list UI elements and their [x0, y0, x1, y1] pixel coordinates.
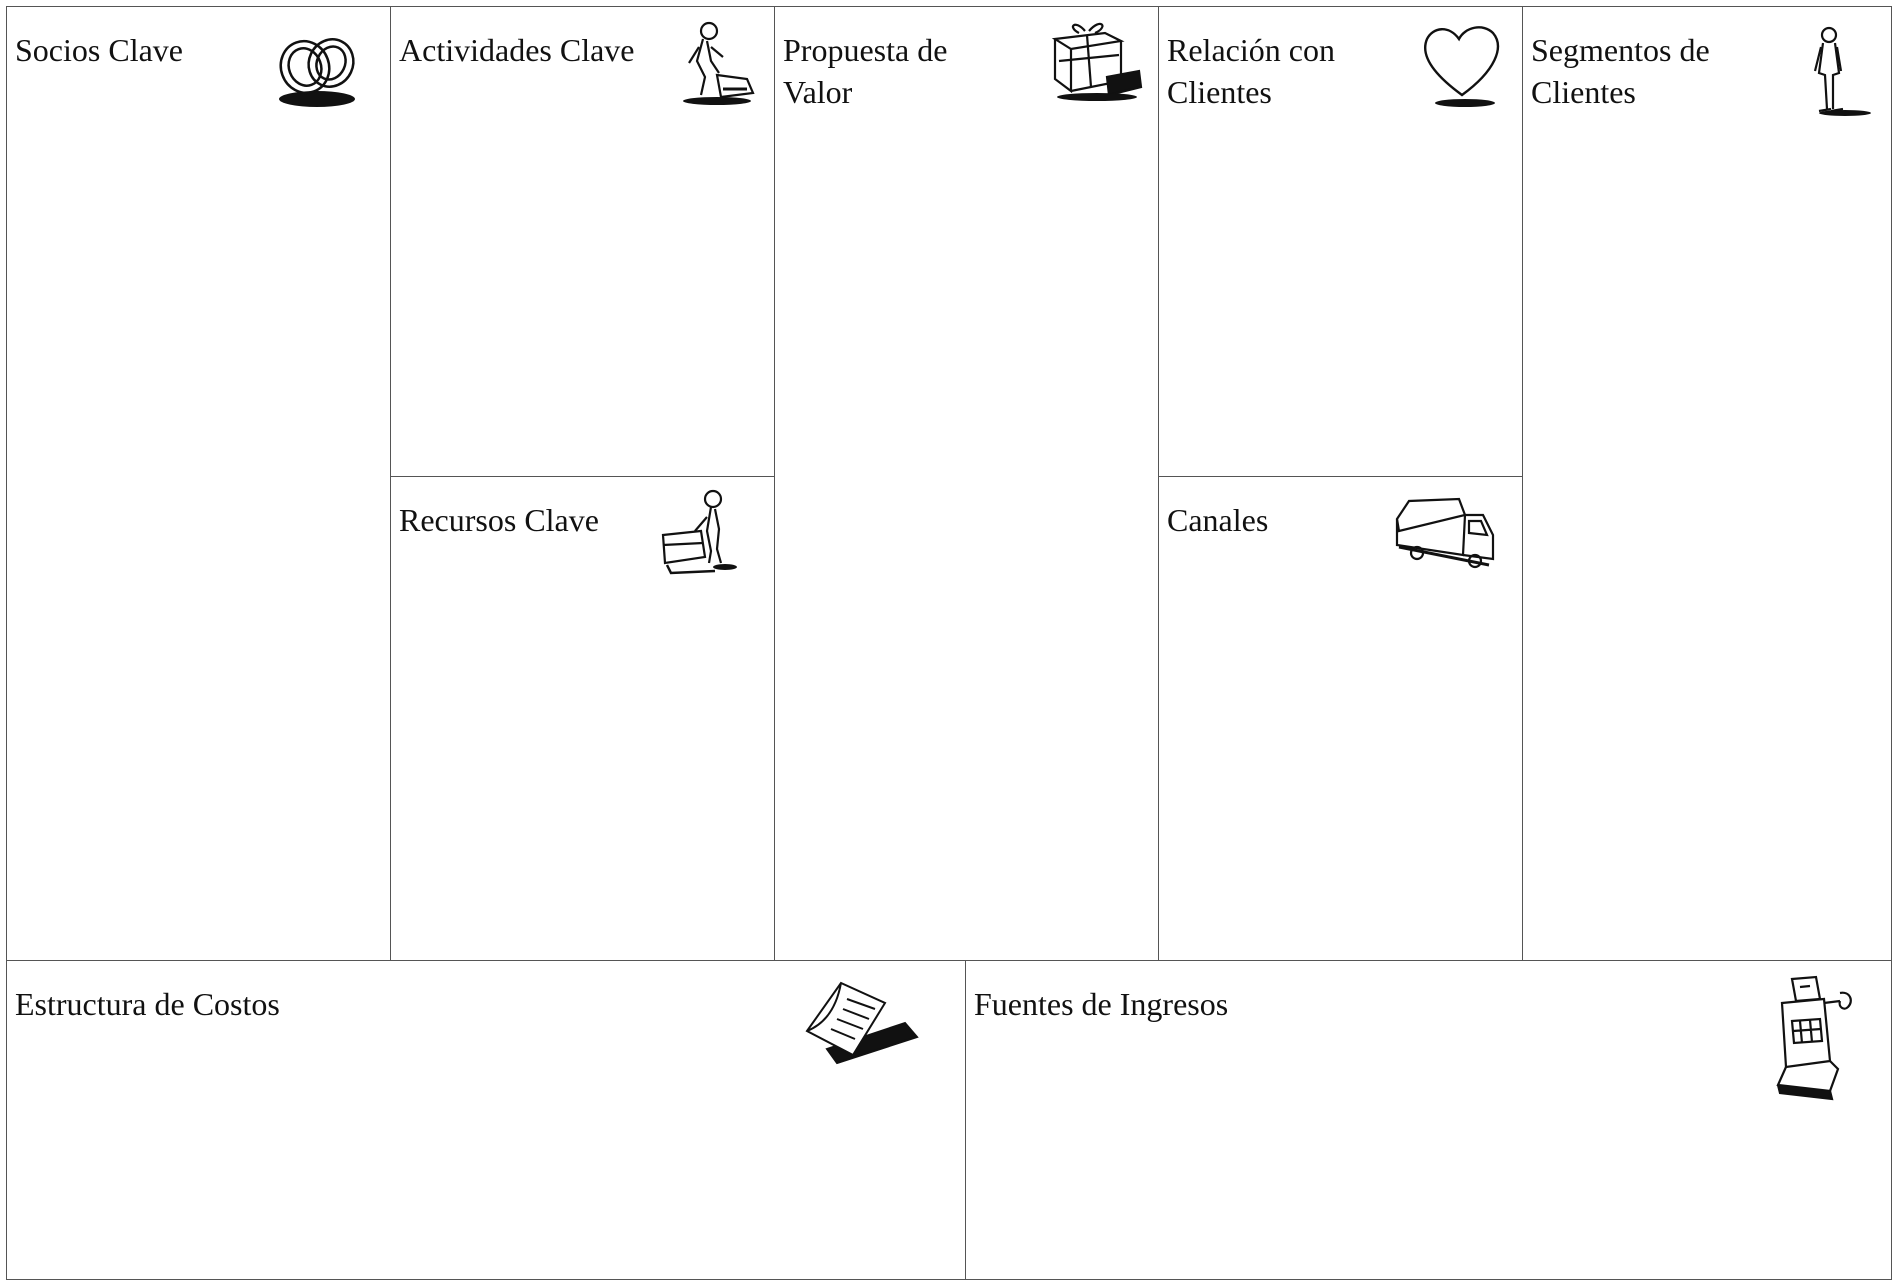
standing-person-icon — [1795, 25, 1875, 121]
block-relacion-con-clientes: Relación con Clientes — [1158, 6, 1523, 477]
delivery-truck-icon — [1389, 489, 1501, 575]
heart-icon — [1419, 21, 1505, 111]
linked-rings-icon — [269, 27, 369, 109]
block-propuesta-de-valor: Propuesta de Valor — [774, 6, 1159, 961]
block-title-fuentes-de-ingresos: Fuentes de Ingresos — [974, 986, 1229, 1022]
block-title-socios-clave: Socios Clave — [15, 32, 183, 68]
cash-register-icon — [1766, 973, 1866, 1105]
block-title-relacion-con-clientes: Relación con Clientes — [1167, 32, 1335, 110]
block-socios-clave: Socios Clave — [6, 6, 391, 961]
block-title-segmentos-de-clientes: Segmentos de Clientes — [1531, 32, 1710, 110]
block-title-propuesta-de-valor: Propuesta de Valor — [783, 32, 948, 110]
block-title-actividades-clave: Actividades Clave — [399, 32, 635, 68]
block-title-canales: Canales — [1167, 502, 1269, 538]
gift-box-icon — [1045, 17, 1145, 103]
block-title-estructura-de-costos: Estructura de Costos — [15, 986, 280, 1022]
block-canales: Canales — [1158, 476, 1523, 961]
person-with-cart-icon — [655, 487, 745, 583]
block-recursos-clave: Recursos Clave — [390, 476, 775, 961]
person-working-icon — [667, 17, 757, 107]
block-fuentes-de-ingresos: Fuentes de Ingresos — [965, 960, 1892, 1280]
block-title-recursos-clave: Recursos Clave — [399, 502, 599, 538]
block-segmentos-de-clientes: Segmentos de Clientes — [1522, 6, 1892, 961]
invoice-papers-icon — [797, 975, 927, 1075]
block-actividades-clave: Actividades Clave — [390, 6, 775, 477]
block-estructura-de-costos: Estructura de Costos — [6, 960, 966, 1280]
